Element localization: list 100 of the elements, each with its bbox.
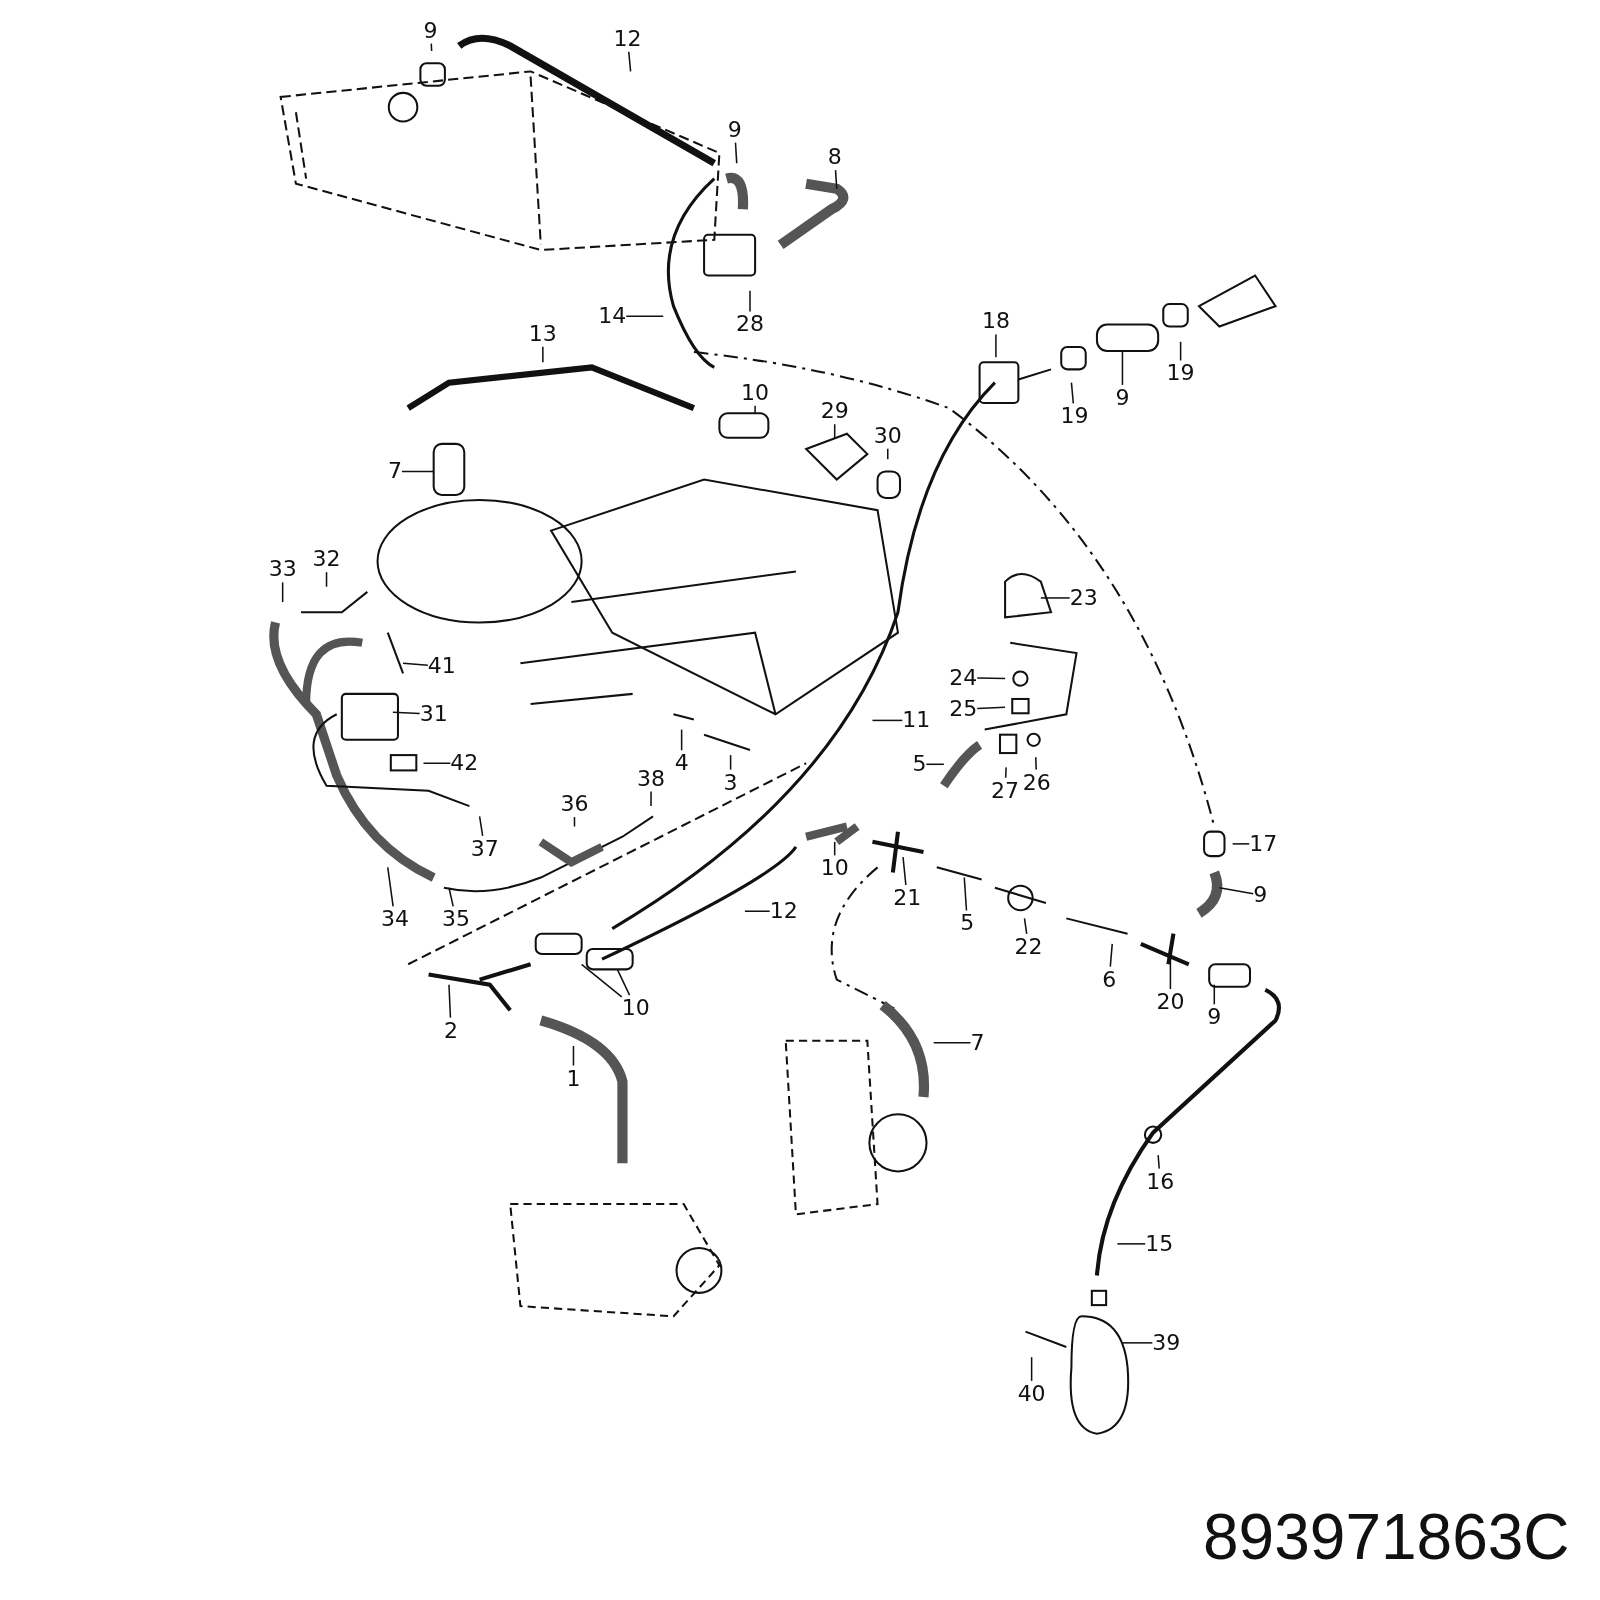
leader-line: [833, 841, 836, 857]
leader-line: [325, 571, 328, 588]
callout-number: 9: [1207, 1004, 1222, 1031]
callout-number: 18: [981, 308, 1010, 335]
leader-line: [387, 866, 394, 908]
leader-line: [833, 423, 836, 440]
callout-number: 28: [736, 311, 764, 338]
callout-number: 15: [1145, 1230, 1174, 1257]
leader-line: [744, 910, 771, 912]
leader-line: [448, 983, 452, 1019]
callout-number: 36: [560, 791, 589, 818]
callout-number: 20: [1156, 989, 1185, 1016]
leader-line: [572, 1045, 575, 1067]
leader-line: [1040, 597, 1071, 599]
leader-line: [1231, 843, 1251, 845]
callout-number: 12: [613, 25, 642, 52]
leader-line: [1034, 756, 1037, 771]
callout-number: 19: [1060, 403, 1089, 430]
leader-line: [871, 719, 904, 722]
leader-line: [542, 345, 544, 363]
callout-number: 9: [1253, 881, 1268, 908]
callout-number: 22: [1014, 933, 1043, 960]
leader-line: [1109, 943, 1113, 968]
leader-line: [834, 169, 838, 190]
callout-number: 16: [1146, 1168, 1175, 1195]
leader-line: [628, 51, 632, 73]
callout-number: 8: [827, 144, 842, 171]
callout-number: 7: [970, 1029, 985, 1056]
leader-line: [1004, 766, 1007, 779]
leader-line: [902, 856, 907, 886]
leader-line: [1116, 1243, 1146, 1245]
leader-line: [1157, 1154, 1160, 1170]
callout-number: 21: [893, 884, 922, 911]
leader-line: [1179, 341, 1182, 362]
leader-line: [650, 790, 652, 807]
leader-line: [1218, 887, 1254, 895]
callout-number: 40: [1017, 1380, 1046, 1407]
leader-line: [401, 470, 435, 473]
callout-number: 33: [268, 556, 297, 583]
callout-number: 7: [387, 458, 402, 485]
leader-line: [1169, 958, 1172, 990]
callout-number: 9: [727, 116, 742, 143]
leader-line: [976, 677, 1006, 680]
callout-number: 14: [598, 303, 627, 330]
callout-number: 6: [1102, 966, 1117, 993]
callout-number: 17: [1249, 830, 1278, 857]
callout-number: 2: [444, 1017, 458, 1044]
callout-number: 39: [1152, 1329, 1181, 1356]
callout-number: 37: [470, 835, 499, 862]
leader-line: [925, 763, 945, 766]
leader-line: [754, 405, 756, 415]
callout-number: 5: [960, 910, 975, 937]
leader-line: [976, 706, 1006, 710]
callout-number: 19: [1166, 360, 1195, 387]
callout-number: 34: [380, 906, 409, 933]
leader-line: [430, 42, 433, 52]
callout-number: 13: [528, 320, 557, 347]
leader-line: [749, 290, 751, 313]
callout-number: 1: [566, 1065, 581, 1092]
callout-number: 11: [902, 707, 931, 734]
leader-line: [392, 711, 421, 715]
leader-line: [734, 141, 738, 165]
leader-line: [1121, 1342, 1154, 1344]
callout-number: 24: [949, 664, 978, 691]
callout-number: 9: [1115, 384, 1130, 411]
leader-line: [729, 754, 732, 771]
callout-number: 30: [873, 422, 902, 449]
callout-number: 4: [674, 750, 689, 777]
leader-line: [625, 315, 665, 318]
callout-number: 27: [991, 777, 1020, 804]
leader-line: [580, 963, 623, 998]
callout-number: 42: [450, 750, 479, 777]
callout-number: 9: [423, 17, 438, 44]
callout-number: 38: [637, 765, 665, 792]
leader-line: [680, 728, 683, 752]
callout-number: 32: [312, 546, 341, 573]
callout-number: 26: [1022, 769, 1051, 796]
leader-line: [963, 876, 968, 912]
leader-line: [995, 333, 997, 358]
leader-line: [1030, 1356, 1033, 1382]
callout-number: 41: [427, 653, 456, 680]
callout-number: 35: [442, 906, 471, 933]
leader-line: [1070, 381, 1075, 405]
leader-line: [1023, 917, 1028, 935]
leader-line: [1213, 983, 1216, 1006]
callout-number: 25: [949, 696, 978, 723]
leader-line: [478, 815, 484, 837]
leader-line: [573, 816, 576, 828]
part-number: 893971863C: [1203, 1500, 1570, 1574]
leader-line: [422, 762, 452, 765]
leader-line: [1121, 351, 1124, 386]
leader-line: [448, 887, 454, 908]
callout-number: 10: [741, 379, 770, 406]
callout-number: 31: [419, 701, 448, 728]
callout-number: 10: [621, 995, 650, 1022]
callout-number: 23: [1069, 584, 1098, 611]
leader-line: [616, 968, 631, 996]
leader-line: [932, 1042, 972, 1044]
callout-number: 3: [723, 769, 738, 796]
callout-number: 12: [769, 898, 798, 925]
